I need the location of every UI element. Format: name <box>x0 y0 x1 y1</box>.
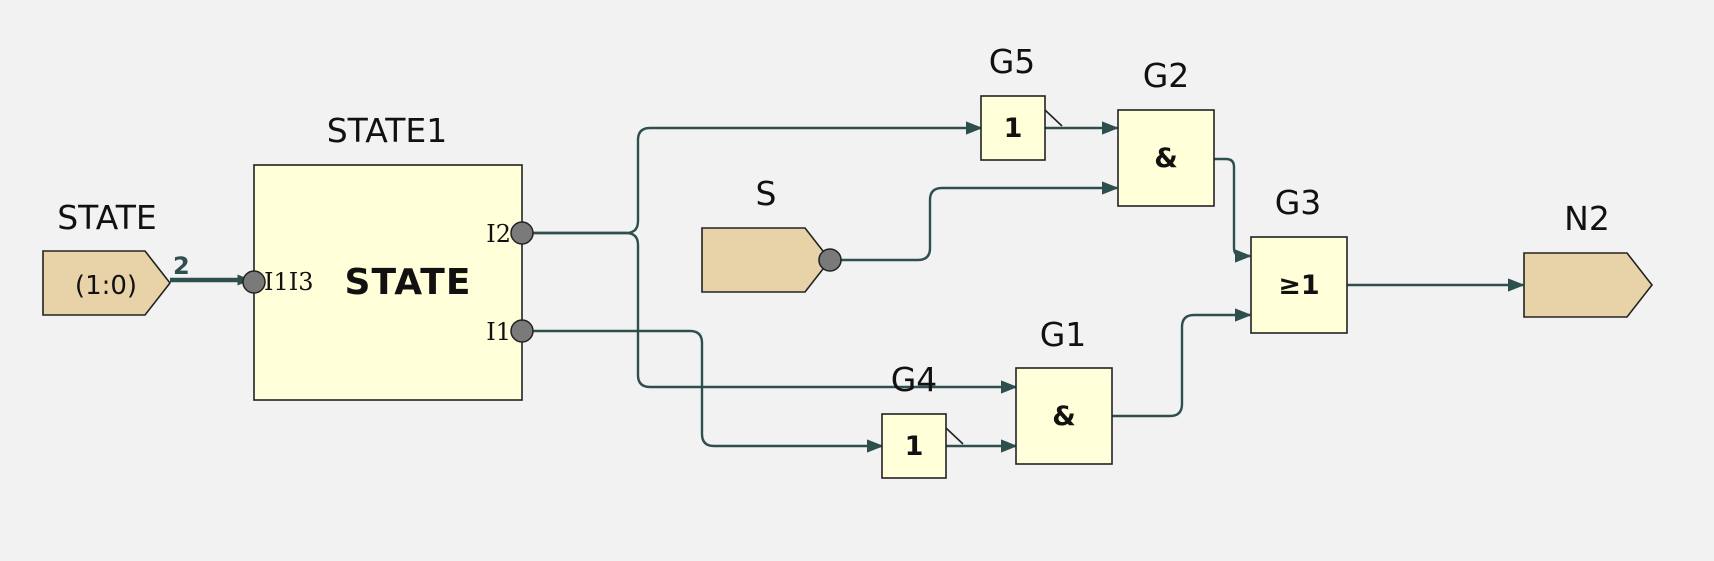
gate-g5-name: G5 <box>989 42 1036 81</box>
pin-label-i1i3: I1I3 <box>264 268 314 296</box>
input-port-name: STATE <box>57 198 157 237</box>
gate-g3-symbol: ≥1 <box>1278 270 1319 301</box>
pin-label-i2: I2 <box>486 220 511 248</box>
gate-g4-inverter-mark <box>945 427 964 445</box>
gate-g3-name: G3 <box>1275 183 1322 222</box>
gate-g5-body <box>980 95 1046 161</box>
gate-g2-symbol: & <box>1154 143 1178 174</box>
output-port-name: N2 <box>1564 199 1610 238</box>
gate-g1[interactable]: G1 & <box>1015 315 1113 465</box>
gate-g4[interactable]: G4 1 <box>881 360 964 479</box>
wire-g2-g3[interactable] <box>1214 157 1252 263</box>
state-block[interactable]: STATE1 STATE I1I3 I2 I1 <box>242 111 534 401</box>
gate-g3[interactable]: G3 ≥1 <box>1250 183 1348 334</box>
gate-g2-name: G2 <box>1143 56 1190 95</box>
gate-g5[interactable]: G5 1 <box>980 42 1063 161</box>
signal-port-s[interactable]: S <box>701 174 842 293</box>
gate-g1-name: G1 <box>1040 315 1087 354</box>
pin-label-i1: I1 <box>486 318 511 346</box>
state-block-body <box>253 164 523 401</box>
gate-g1-body <box>1015 367 1113 465</box>
gate-g4-name: G4 <box>891 360 938 399</box>
pin-i1i3[interactable] <box>242 270 266 294</box>
pin-s[interactable] <box>818 248 842 272</box>
gate-g5-symbol: 1 <box>1004 113 1023 144</box>
signal-port-name: S <box>756 174 777 213</box>
input-port-shape <box>42 250 172 316</box>
pin-i2[interactable] <box>510 221 534 245</box>
input-port-state[interactable]: STATE (1:0) 2 <box>42 198 190 316</box>
wire-s-g2[interactable] <box>831 181 1119 262</box>
wire-g1-g3[interactable] <box>1112 308 1252 418</box>
wire-i2-g1[interactable] <box>523 231 1018 394</box>
input-port-range: (1:0) <box>75 271 137 301</box>
gate-g1-symbol: & <box>1052 401 1076 432</box>
gate-g2[interactable]: G2 & <box>1117 56 1215 207</box>
gate-g5-inverter-mark <box>1044 109 1063 127</box>
state-block-title: STATE <box>345 262 472 303</box>
signal-port-shape <box>701 227 832 293</box>
state-block-instance-name: STATE1 <box>327 111 448 150</box>
output-port-shape <box>1523 252 1654 318</box>
gate-g3-body <box>1250 236 1348 334</box>
output-port-n2[interactable]: N2 <box>1523 199 1654 318</box>
wires <box>170 121 1525 453</box>
gate-g4-symbol: 1 <box>905 431 924 462</box>
bus-width-label: 2 <box>173 252 190 280</box>
wire-i2-g5[interactable] <box>523 121 983 235</box>
gate-g2-body <box>1117 109 1215 207</box>
gate-g4-body <box>881 413 947 479</box>
wire-i1-g4[interactable] <box>523 329 884 453</box>
pin-i1[interactable] <box>510 319 534 343</box>
